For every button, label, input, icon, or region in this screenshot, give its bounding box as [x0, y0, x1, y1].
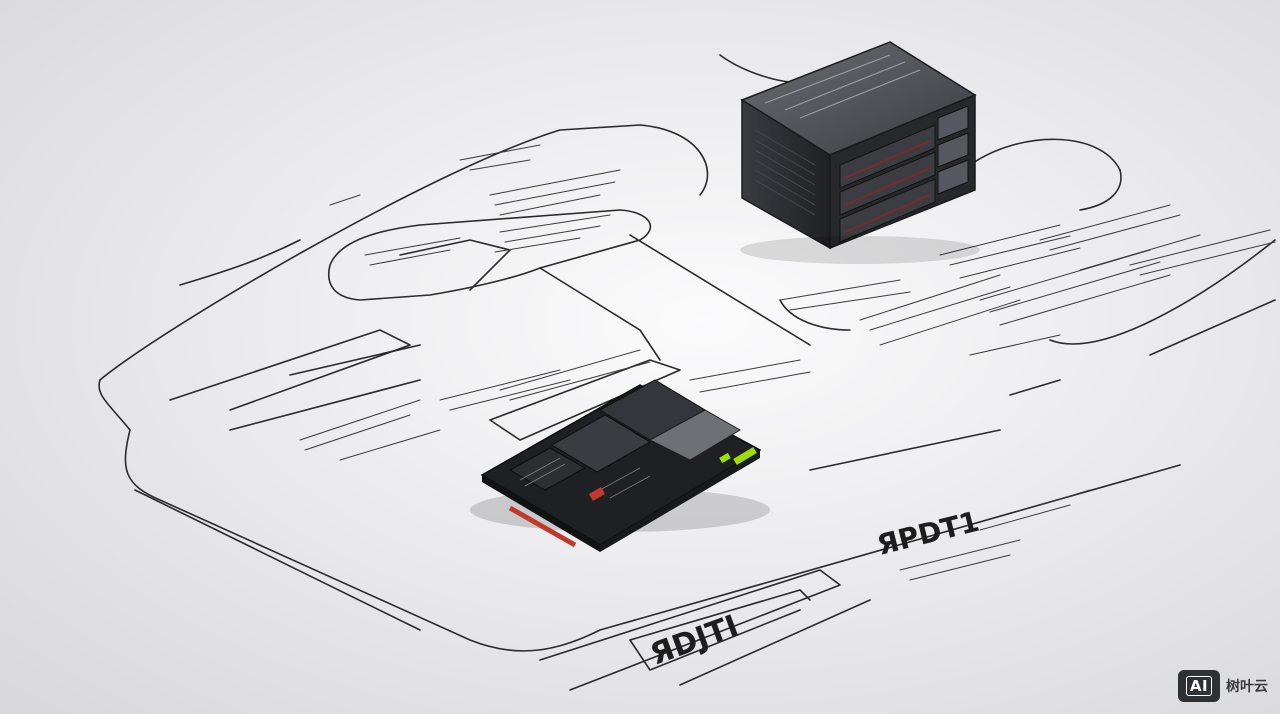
watermark-name: 树叶云 — [1226, 679, 1268, 695]
circuit-board-module — [470, 379, 770, 552]
watermark-badge: AI — [1178, 670, 1220, 702]
sketch-lines — [98, 54, 1276, 691]
scribble-text — [299, 144, 1276, 581]
server-enclosure — [740, 41, 980, 264]
watermark: AI 树叶云 — [1178, 670, 1268, 702]
watermark-badge-text: AI — [1185, 676, 1213, 696]
